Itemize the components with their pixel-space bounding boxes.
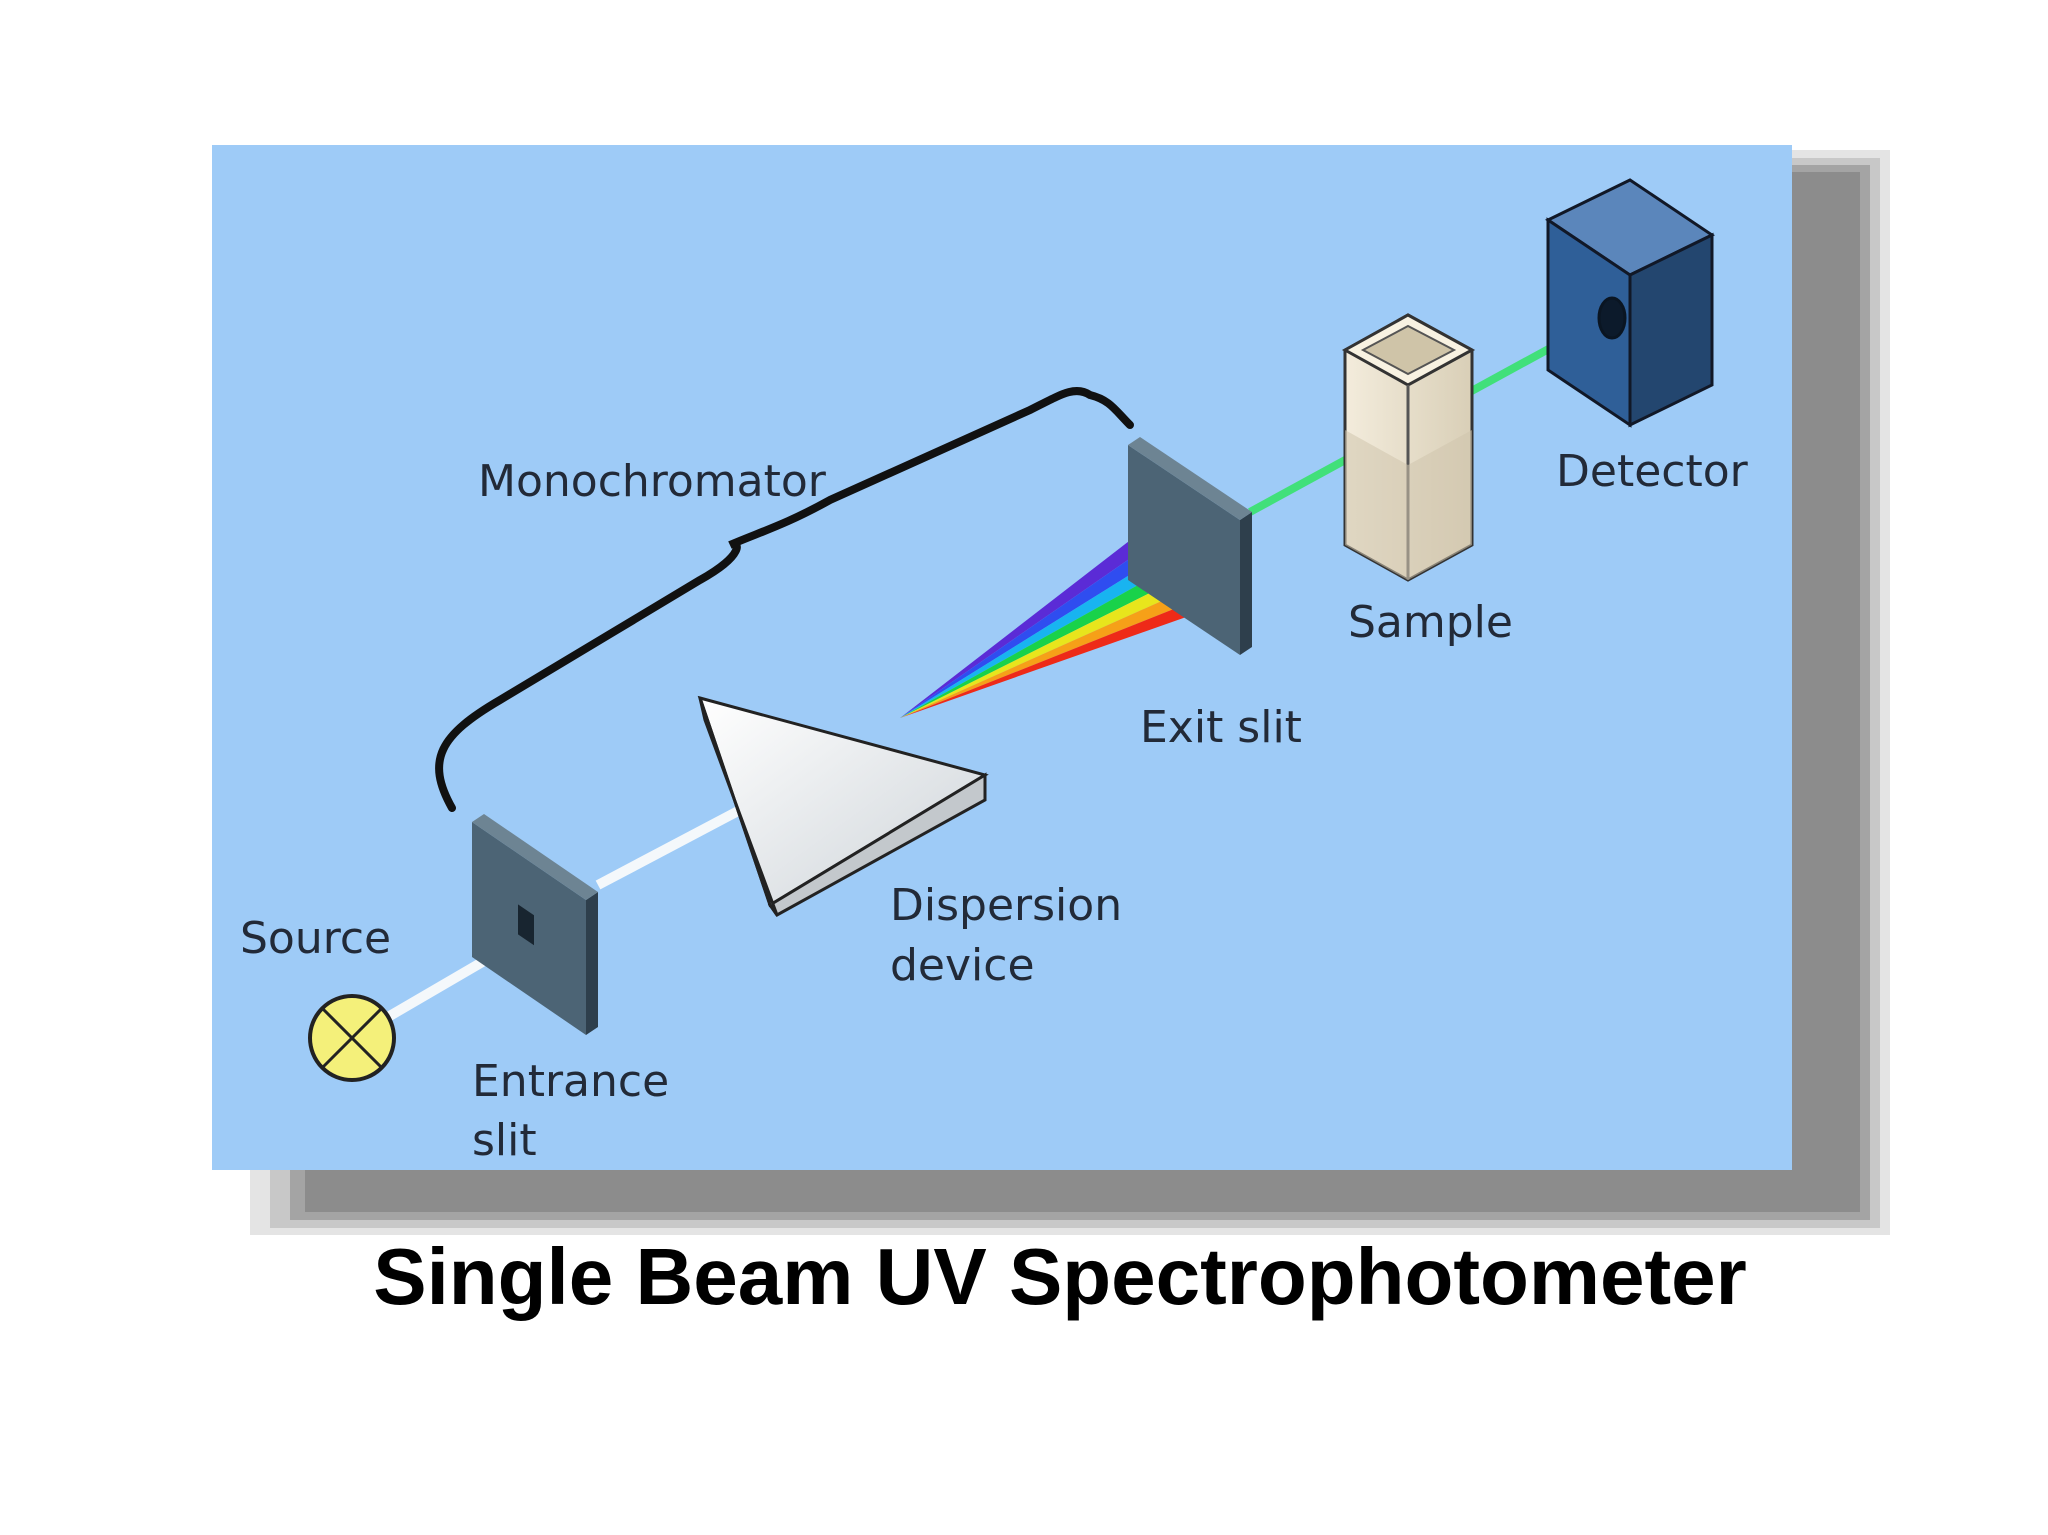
spectrum-band xyxy=(900,588,1240,718)
source-label: Source xyxy=(240,913,391,964)
monochromator-label: Monochromator xyxy=(478,456,827,507)
dispersion-device-label-line1: Dispersion xyxy=(890,880,1122,931)
sample-label: Sample xyxy=(1348,597,1513,648)
entrance-slit-label-line2: slit xyxy=(472,1115,537,1166)
detector-label: Detector xyxy=(1556,446,1749,497)
monochromator-brace xyxy=(435,387,1134,812)
spectrum-band xyxy=(900,528,1160,718)
exit-slit-label: Exit slit xyxy=(1140,702,1302,753)
spectrum-band xyxy=(900,538,1173,718)
spectrum-band xyxy=(900,578,1227,718)
dispersion-prism xyxy=(697,695,989,917)
spectrum-band xyxy=(900,568,1214,718)
detector-box xyxy=(1545,178,1715,428)
spectrum-fan xyxy=(900,528,1240,718)
exit-slit-plate xyxy=(1128,437,1252,655)
spectrum-band xyxy=(900,548,1187,718)
light-beam-white-2 xyxy=(595,805,743,890)
entrance-slit-label-line1: Entrance xyxy=(472,1056,669,1107)
figure-caption: Single Beam UV Spectrophotometer xyxy=(373,1232,1747,1321)
entrance-slit-plate xyxy=(472,814,598,1035)
sample-cuvette xyxy=(1341,313,1476,582)
dispersion-device-label-line2: device xyxy=(890,940,1035,991)
spectrum-band xyxy=(900,558,1200,718)
source-lamp xyxy=(308,994,396,1082)
